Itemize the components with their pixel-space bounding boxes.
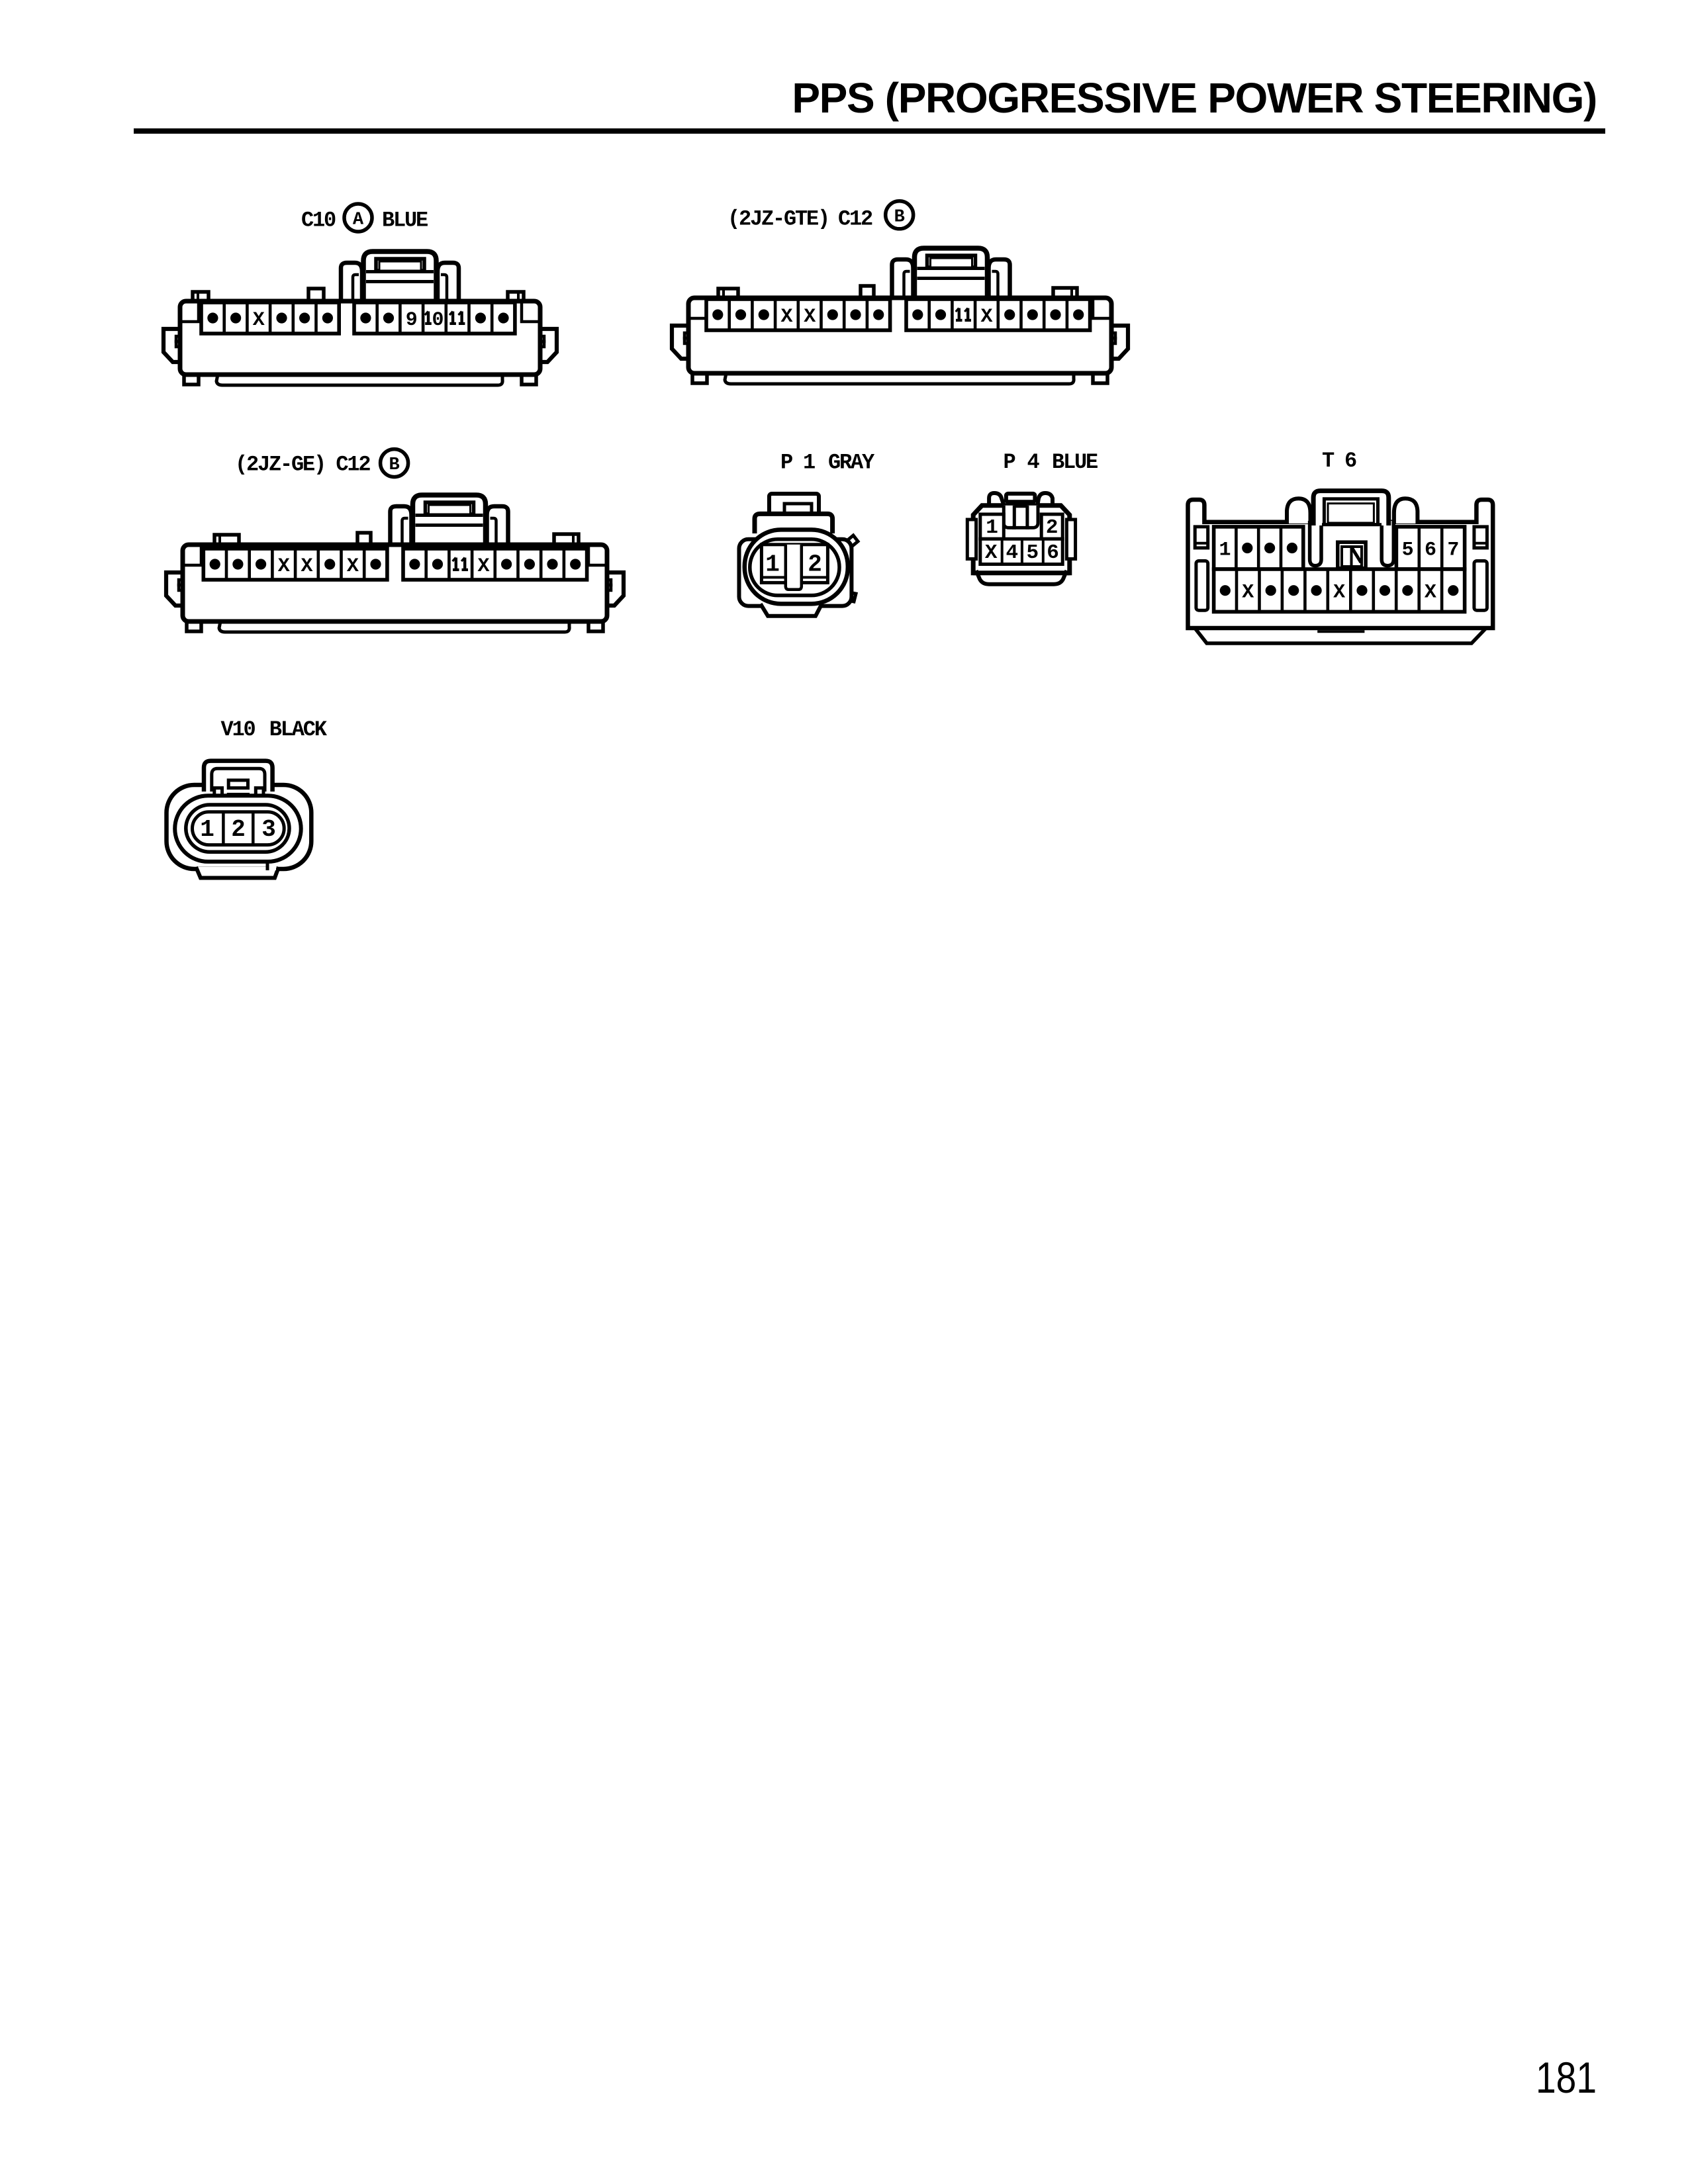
svg-text:4: 4	[1006, 541, 1018, 565]
svg-text:181: 181	[1536, 2053, 1597, 2102]
svg-text:1: 1	[200, 816, 214, 843]
svg-text:3: 3	[261, 816, 276, 843]
svg-text:X: X	[780, 306, 792, 328]
svg-text:X: X	[347, 555, 359, 578]
svg-text:4: 4	[1027, 450, 1040, 475]
svg-text:A: A	[353, 210, 364, 230]
svg-text:X: X	[1333, 582, 1345, 604]
svg-text:7: 7	[1447, 539, 1459, 562]
svg-text:X: X	[804, 306, 816, 328]
svg-text:1: 1	[1219, 539, 1231, 562]
svg-text:2: 2	[1046, 516, 1058, 539]
svg-text:6: 6	[1425, 539, 1436, 562]
svg-text:2: 2	[808, 551, 822, 578]
svg-text:X: X	[253, 309, 265, 332]
svg-text:X: X	[985, 541, 998, 565]
svg-text:B: B	[389, 455, 399, 475]
svg-text:1: 1	[986, 516, 998, 539]
svg-text:X: X	[1425, 582, 1436, 604]
svg-text:X: X	[301, 555, 312, 578]
svg-text:X: X	[477, 555, 489, 578]
svg-text:0: 0	[432, 309, 444, 332]
svg-text:P: P	[1004, 450, 1015, 475]
svg-text:5: 5	[1026, 541, 1039, 565]
svg-text:P 1: P 1	[780, 451, 815, 475]
svg-text:1: 1	[765, 551, 780, 578]
svg-text:B: B	[894, 207, 905, 227]
svg-text:(2JZ-GTE): (2JZ-GTE)	[727, 207, 829, 232]
svg-text:5: 5	[1402, 539, 1414, 562]
svg-text:(2JZ-GE): (2JZ-GE)	[235, 453, 325, 477]
svg-text:C12: C12	[336, 453, 370, 477]
svg-text:PPS (PROGRESSIVE POWER STEERIN: PPS (PROGRESSIVE POWER STEERING)	[792, 74, 1597, 122]
svg-text:BLUE: BLUE	[1052, 450, 1098, 475]
svg-text:6: 6	[1047, 541, 1059, 565]
svg-text:BLACK: BLACK	[269, 717, 328, 742]
svg-text:BLUE: BLUE	[382, 208, 428, 233]
svg-text:9: 9	[406, 309, 418, 332]
svg-text:X: X	[1242, 582, 1254, 604]
svg-text:C10: C10	[301, 208, 336, 233]
svg-text:T 6: T 6	[1322, 449, 1356, 473]
svg-text:V10: V10	[221, 717, 256, 742]
svg-text:2: 2	[231, 816, 246, 843]
svg-text:X: X	[980, 306, 992, 328]
svg-text:C12: C12	[838, 207, 872, 232]
svg-text:GRAY: GRAY	[828, 451, 875, 475]
svg-text:X: X	[278, 555, 290, 578]
